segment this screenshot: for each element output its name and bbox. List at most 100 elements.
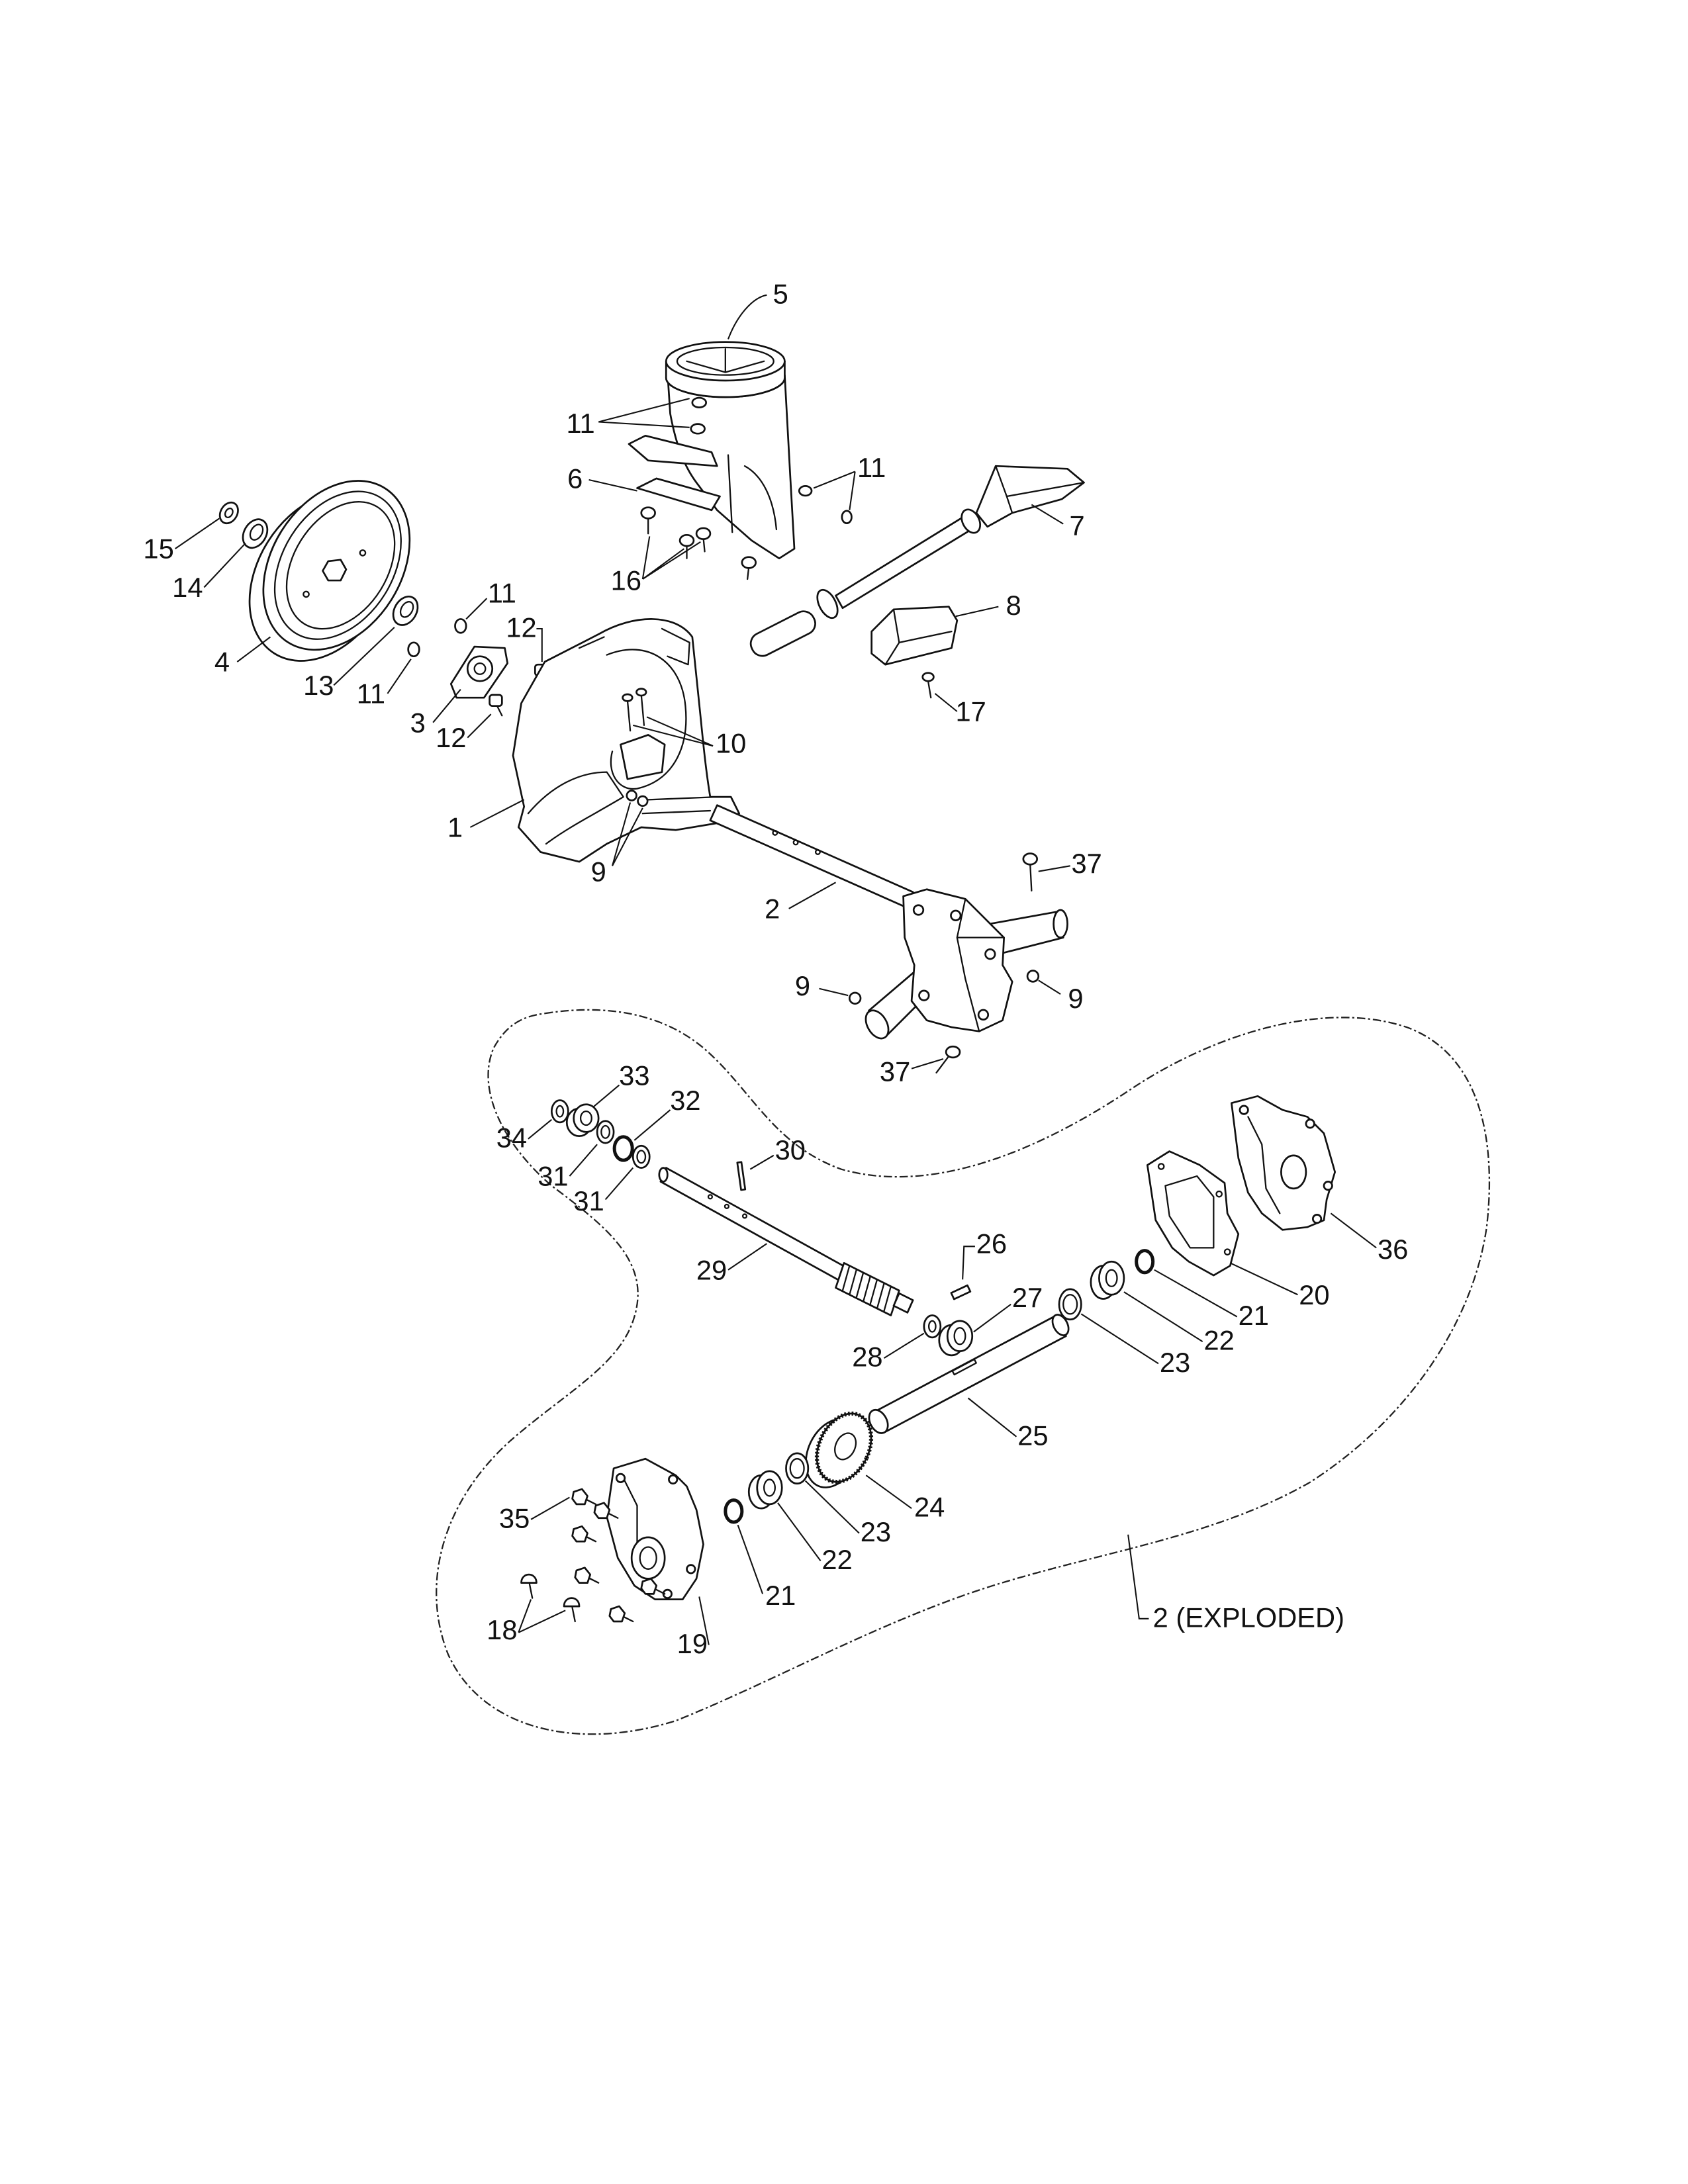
leader-37-lower [911,1058,944,1069]
callout-28: 28 [852,1342,882,1373]
left-shaft-end [865,1009,890,1040]
leader-6 [588,478,637,492]
pulley-hex-hub [322,559,348,582]
ring [1135,1249,1155,1275]
leader-4 [236,636,271,662]
bushing-22-right [1090,1260,1125,1300]
nut [407,641,420,658]
washer-inner [224,508,234,518]
callout-2: 2 [765,893,780,925]
bolt-head [741,556,757,569]
screw-head [640,1578,658,1595]
pulley [248,480,411,662]
flange-bore [473,662,487,675]
callout-34: 34 [496,1122,527,1153]
shaft-hole [724,1203,729,1209]
pulley-groove [273,490,402,640]
leader-11-mid [465,598,488,620]
leader-3 [432,688,461,723]
leader-24 [865,1475,912,1510]
leader-19 [698,1596,710,1645]
bolt-head [622,693,633,702]
leader-22-right [1123,1291,1203,1342]
chute-vanes [686,347,765,373]
leader-15 [174,518,220,550]
leader-25 [967,1397,1017,1437]
washer-inner [927,1320,937,1333]
bracket-plate-lower [636,477,721,512]
callout-labels: 5 11 6 11 7 15 14 16 8 11 12 4 13 11 17 … [143,278,1408,1659]
callout-11: 11 [566,408,594,439]
bushing-22-left [747,1470,783,1510]
callout-14: 14 [172,572,203,603]
leader-12-upper [536,627,543,662]
leader-7 [1031,504,1064,525]
bolt-head [679,533,695,547]
callout-5: 5 [773,278,788,309]
crank-bracket [870,606,959,666]
callout-36: 36 [1378,1234,1408,1265]
pulley-hole [359,549,367,557]
bushing-front [573,1103,600,1133]
crank-paddle [975,465,1085,528]
nut [798,485,813,497]
housing-half-bolt [686,1564,696,1574]
callout-13: 13 [303,670,334,701]
screw-head [571,1525,588,1543]
callout-11: 11 [857,452,886,483]
housing-opening [606,649,687,790]
nut [1026,970,1040,983]
nut [637,795,649,807]
callout-33: 33 [619,1060,649,1091]
bushing-33 [565,1103,600,1138]
bushing-bore [1105,1269,1118,1287]
nut [454,618,467,634]
leader-exploded [1127,1534,1149,1619]
leader-14 [203,543,246,588]
callout-23: 23 [861,1516,891,1547]
washer-inner [1062,1294,1078,1315]
leader-23-left [804,1480,860,1534]
shaft-end [658,1167,669,1183]
gasket-outline [1146,1150,1240,1277]
pin [736,1161,747,1191]
callout-4: 4 [214,647,230,678]
gearbox-bolt [977,1009,990,1021]
shaft-hole [772,829,778,836]
leader-27 [973,1303,1011,1333]
callout-3: 3 [410,707,426,738]
callout-31: 31 [573,1185,604,1216]
callout-21: 21 [765,1580,796,1611]
leader-5 [727,294,767,340]
callout-15: 15 [143,533,173,565]
bolts-10 [622,688,647,732]
nuts-9-gearbox [848,970,1040,1005]
shaft-hole [707,1194,713,1200]
screw-stems [584,1498,666,1623]
bracket-plate-upper [628,434,718,467]
washer-outer [1058,1288,1082,1321]
bushing-front [756,1470,783,1506]
axle-end-right [1051,1314,1070,1336]
nut [690,423,706,435]
callout-12: 12 [436,722,466,753]
callout-25: 25 [1017,1420,1048,1451]
washer-outer [550,1099,569,1124]
callout-27: 27 [1012,1282,1043,1313]
housing-half-bolt [1239,1105,1249,1115]
callout-6: 6 [567,463,583,494]
washer-outer [923,1314,942,1339]
leader-9-right [1038,979,1061,995]
callout-1: 1 [447,812,463,843]
housing-half-bore [639,1546,657,1570]
leader-11-right [813,471,856,510]
pin-30 [736,1161,747,1191]
flange-bearing-3 [449,645,509,699]
axle-keyway [951,1358,977,1376]
leader-37-upper [1038,865,1070,872]
leader-20 [1229,1262,1298,1296]
bushing-27 [938,1320,974,1357]
housing-half-edge [1247,1116,1281,1214]
leader-22-left [777,1502,821,1561]
screw-stem [927,680,932,699]
